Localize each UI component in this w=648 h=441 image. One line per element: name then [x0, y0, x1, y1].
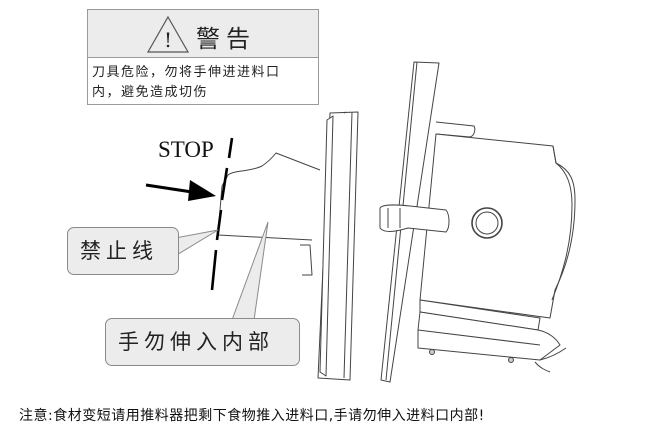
hand-warning-callout: 手勿伸入内部 — [105, 318, 300, 366]
svg-text:!: ! — [164, 28, 172, 52]
arrow-right-icon — [145, 180, 216, 201]
warning-text: 刀具危险，勿将手伸进进料口 内，避免造成切伤 — [88, 58, 318, 103]
warning-text-line-1: 刀具危险，勿将手伸进进料口 — [92, 65, 281, 80]
warning-triangle-icon: ! — [146, 15, 190, 53]
warning-box: ! 警告 刀具危险，勿将手伸进进料口 内，避免造成切伤 — [87, 9, 319, 105]
caution-note: 注意:食材变短请用推料器把剩下食物推入进料口,手请勿伸入进料口内部! — [19, 408, 485, 424]
stop-label: STOP — [158, 137, 214, 162]
warning-text-line-2: 内，避免造成切伤 — [92, 85, 209, 100]
warning-header: ! 警告 — [88, 10, 318, 58]
forbidden-line-callout: 禁止线 — [67, 227, 179, 275]
warning-title: 警告 — [196, 25, 256, 53]
